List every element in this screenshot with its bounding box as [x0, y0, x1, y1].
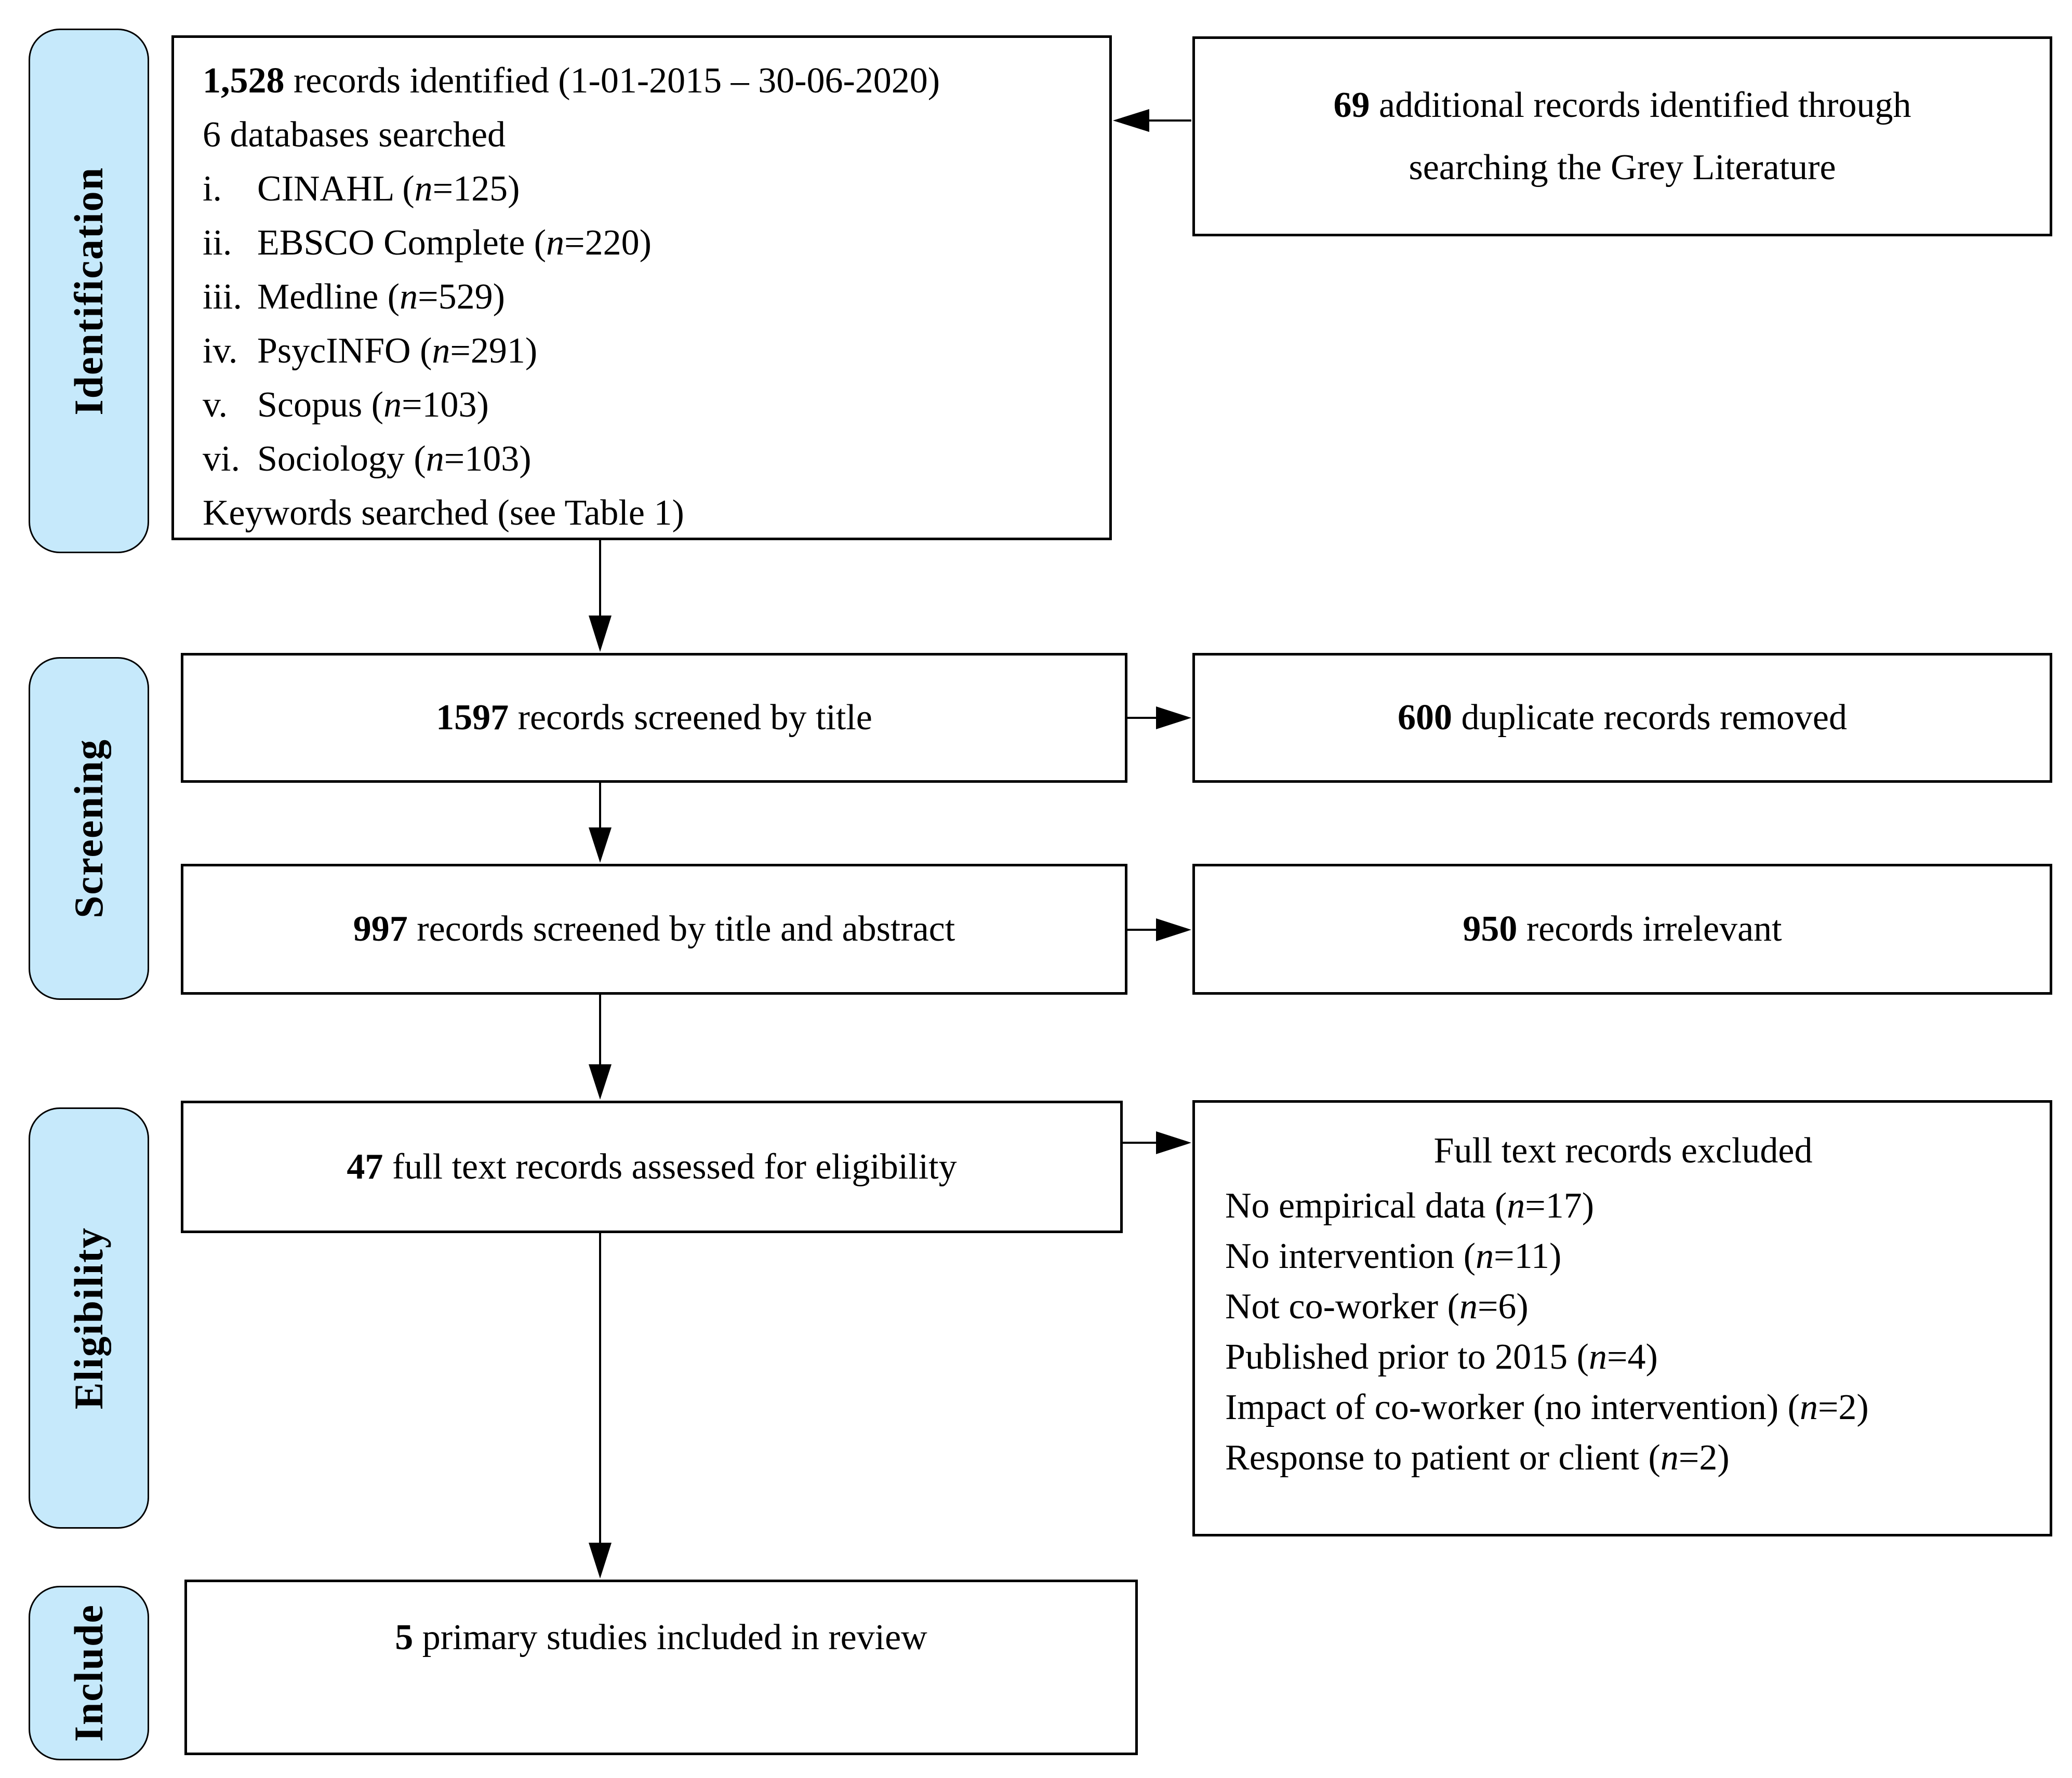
- database-item-label: EBSCO Complete (n=220): [257, 223, 652, 263]
- exclusion-reason: Response to patient or client (n=2): [1225, 1438, 1730, 1478]
- records-irrelevant-box: 950 records irrelevant: [1192, 864, 2052, 995]
- screened-by-title-box: 1597 records screened by title: [181, 653, 1127, 783]
- database-item: vi. Sociology (n=103): [203, 441, 1081, 477]
- database-item-label: Medline (n=529): [257, 277, 505, 317]
- arrow-grey-to-identified: [1113, 109, 1191, 132]
- exclusion-reason: Impact of co-worker (no intervention) (n…: [1225, 1387, 1869, 1427]
- stage-screening: Screening: [29, 657, 149, 1000]
- records-irrelevant-text: 950 records irrelevant: [1463, 909, 1782, 949]
- database-item: iv. PsycINFO (n=291): [203, 333, 1081, 369]
- database-item: ii. EBSCO Complete (n=220): [203, 225, 1081, 261]
- databases-searched-line: 6 databases searched: [203, 115, 506, 155]
- arrow-screened-to-duplicates: [1127, 706, 1191, 729]
- database-item-label: CINAHL (n=125): [257, 169, 520, 209]
- duplicates-removed-text: 600 duplicate records removed: [1398, 698, 1847, 738]
- arrow-identified-to-screened: [589, 540, 612, 652]
- database-item-numeral: iv.: [203, 331, 238, 371]
- exclusion-reason: Published prior to 2015 (n=4): [1225, 1337, 1658, 1377]
- stage-eligibility-label: Eligibility: [66, 1226, 111, 1410]
- arrow-abstract-to-fulltext: [589, 995, 612, 1100]
- database-item-numeral: i.: [203, 169, 222, 209]
- stage-include: Include: [29, 1586, 149, 1760]
- database-item-label: Sociology (n=103): [257, 439, 532, 479]
- database-item-numeral: vi.: [203, 439, 240, 479]
- exclusion-reason: No empirical data (n=17): [1225, 1186, 1595, 1226]
- fulltext-assessed-text: 47 full text records assessed for eligib…: [347, 1146, 957, 1187]
- exclusion-reason: No intervention (n=11): [1225, 1236, 1562, 1276]
- records-identified-line: 1,528 records identified (1-01-2015 – 30…: [203, 61, 940, 101]
- screened-by-abstract-text: 997 records screened by title and abstra…: [353, 909, 955, 949]
- studies-included-text: 5 primary studies included in review: [395, 1617, 927, 1657]
- arrow-fulltext-to-excluded: [1123, 1131, 1191, 1154]
- database-item-numeral: ii.: [203, 223, 232, 263]
- screened-by-abstract-box: 997 records screened by title and abstra…: [181, 864, 1127, 995]
- database-item-label: PsycINFO (n=291): [257, 331, 538, 371]
- stage-include-label: Include: [66, 1604, 111, 1742]
- stage-identification-label: Identification: [66, 166, 111, 416]
- fulltext-excluded-box: Full text records excluded No empirical …: [1192, 1100, 2052, 1536]
- stage-eligibility: Eligibility: [29, 1107, 149, 1529]
- records-identified-box: 1,528 records identified (1-01-2015 – 30…: [171, 35, 1112, 540]
- keywords-searched-line: Keywords searched (see Table 1): [203, 493, 684, 533]
- database-item-label: Scopus (n=103): [257, 385, 489, 425]
- grey-literature-line1: 69 additional records identified through: [1333, 85, 1911, 125]
- studies-included-box: 5 primary studies included in review: [184, 1580, 1138, 1755]
- database-item-numeral: v.: [203, 385, 228, 425]
- database-item: i. CINAHL (n=125): [203, 171, 1081, 207]
- arrow-abstract-to-irrelevant: [1127, 918, 1191, 941]
- grey-literature-box: 69 additional records identified through…: [1192, 36, 2052, 236]
- stage-screening-label: Screening: [66, 739, 111, 918]
- arrow-screened-to-abstract: [589, 783, 612, 863]
- fulltext-excluded-title: Full text records excluded: [1433, 1131, 1813, 1171]
- database-item: iii. Medline (n=529): [203, 279, 1081, 315]
- database-item: v. Scopus (n=103): [203, 387, 1081, 423]
- grey-literature-line2: searching the Grey Literature: [1409, 147, 1836, 188]
- stage-identification: Identification: [29, 29, 149, 553]
- exclusion-reason: Not co-worker (n=6): [1225, 1287, 1529, 1327]
- fulltext-assessed-box: 47 full text records assessed for eligib…: [181, 1101, 1123, 1233]
- arrow-fulltext-to-included: [589, 1233, 612, 1579]
- database-item-numeral: iii.: [203, 277, 242, 317]
- duplicates-removed-box: 600 duplicate records removed: [1192, 653, 2052, 783]
- screened-by-title-text: 1597 records screened by title: [436, 698, 872, 738]
